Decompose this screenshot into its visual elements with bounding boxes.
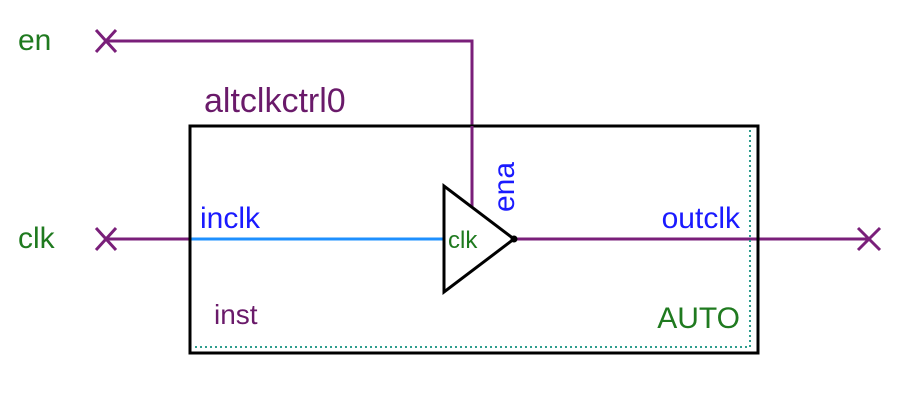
- en-wire: [106, 39, 474, 215]
- port-label-en: en: [18, 24, 51, 57]
- pin-label-outclk: outclk: [662, 202, 741, 235]
- instance-box: [188, 124, 760, 355]
- pin-label-ena: ena: [488, 162, 521, 212]
- clock-buffer-icon: [442, 182, 517, 296]
- instance-title: altclkctrl0: [204, 82, 346, 120]
- buffer-output-dot: [510, 235, 518, 243]
- port-label-clk: clk: [18, 222, 56, 255]
- buffer-clk-label: clk: [448, 227, 478, 254]
- pin-label-inclk: inclk: [200, 202, 261, 235]
- inner-dotted-border: [194, 130, 751, 348]
- instance-name: inst: [214, 299, 258, 330]
- outclk-pin-marker-icon: [856, 226, 882, 252]
- mode-label: AUTO: [657, 302, 740, 335]
